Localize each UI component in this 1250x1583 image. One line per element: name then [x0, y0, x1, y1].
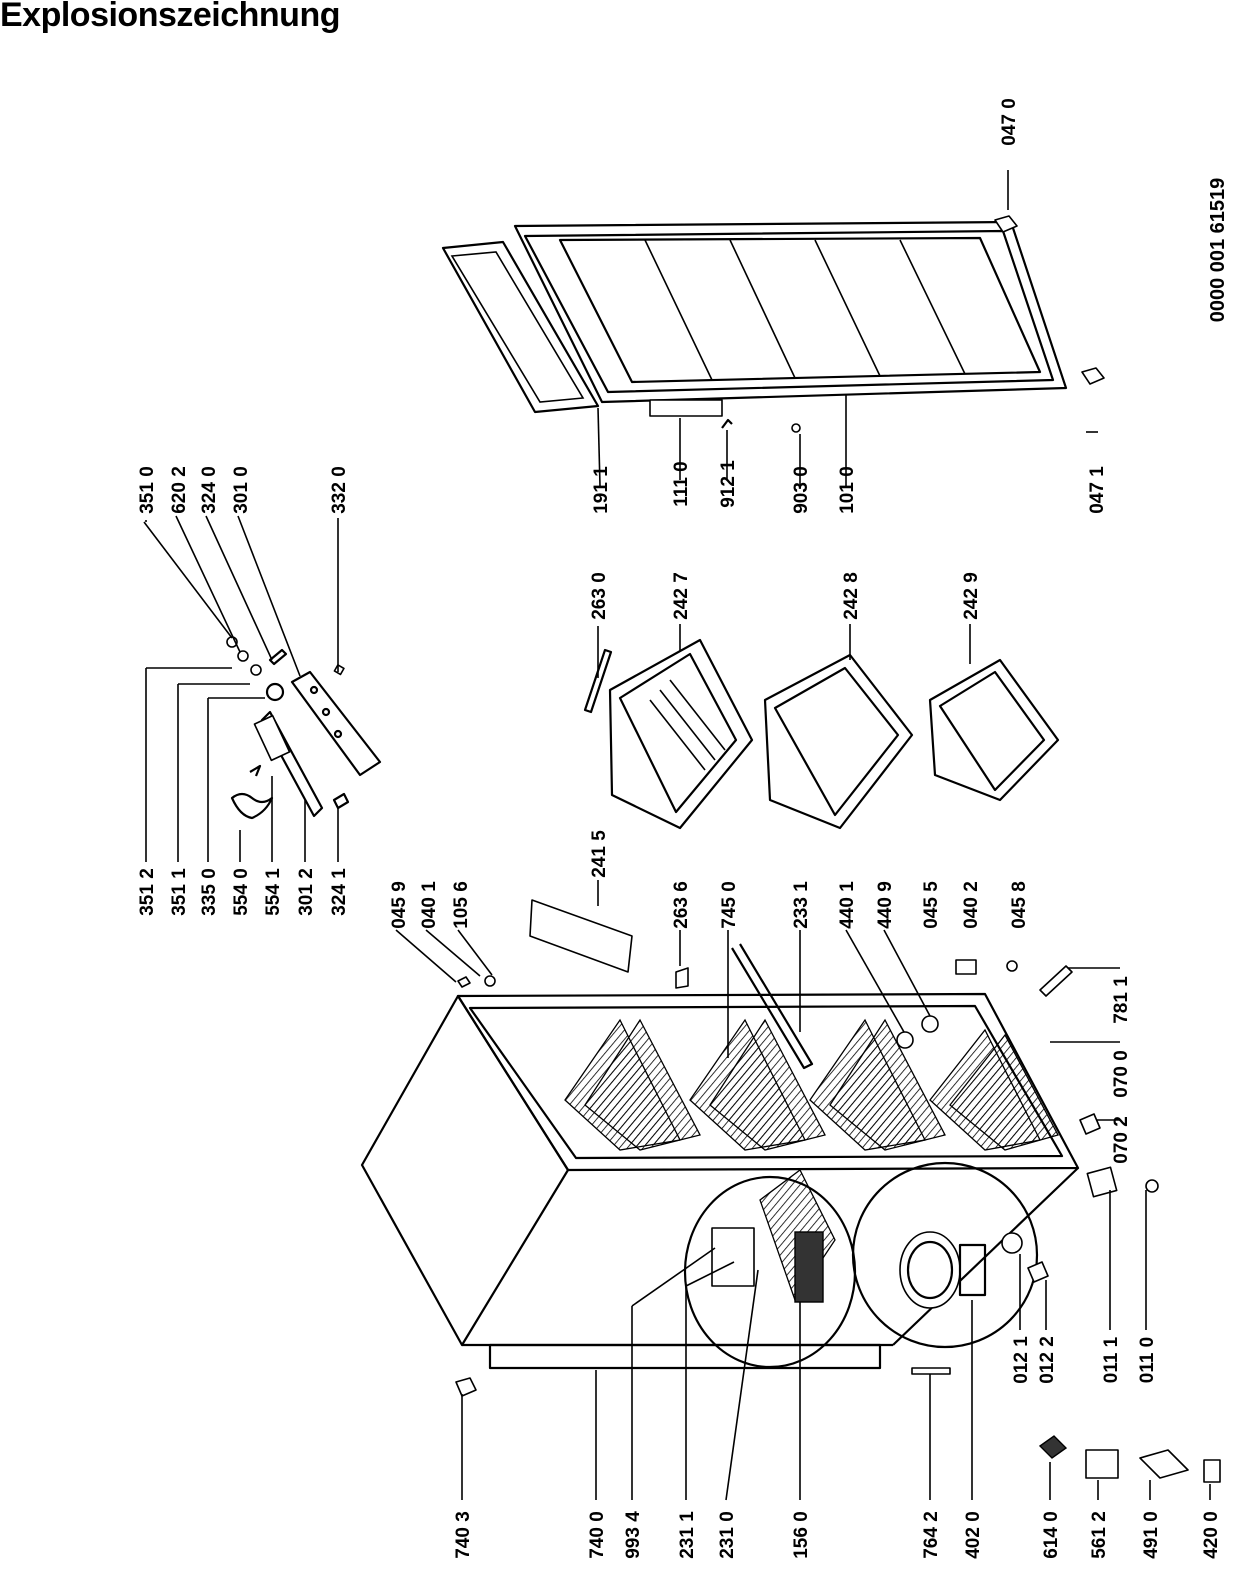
cabinet-body: [360, 992, 1080, 1370]
part-label: 011 0: [1137, 1337, 1158, 1384]
hinge-top-right: [994, 215, 1018, 233]
part-label: 231 1: [677, 1511, 698, 1559]
part-label: 301 0: [231, 466, 252, 514]
part-label: 105 6: [451, 881, 472, 929]
part-label: 263 6: [671, 881, 692, 929]
part-label: 324 1: [329, 868, 350, 916]
part-label: 012 2: [1037, 1336, 1058, 1384]
part-label: 420 0: [1201, 1511, 1222, 1559]
part-label: 351 1: [169, 868, 190, 916]
misc-small-parts: [455, 899, 1221, 1483]
part-label: 070 0: [1111, 1050, 1132, 1098]
part-label: 047 1: [1087, 466, 1108, 514]
part-label: 242 7: [671, 572, 692, 620]
part-label: 764 2: [921, 1511, 942, 1559]
part-label: 233 1: [791, 881, 812, 929]
part-label: 620 2: [169, 466, 190, 514]
part-label: 242 9: [961, 572, 982, 620]
condenser-evaporator: [683, 1169, 857, 1369]
part-label: 781 1: [1111, 976, 1132, 1024]
part-label: 554 1: [263, 868, 284, 916]
part-label: 231 0: [717, 1511, 738, 1559]
part-label: 070 2: [1111, 1116, 1132, 1164]
part-label: 045 5: [921, 881, 942, 929]
part-label: 993 4: [623, 1511, 644, 1559]
part-label: 242 8: [841, 572, 862, 620]
part-label: 040 2: [961, 881, 982, 929]
part-label: 324 0: [199, 466, 220, 514]
part-labels: 351 0 620 2 324 0 301 0 332 0 191 1 111 0 912 1…: [137, 98, 1222, 1559]
part-label: 332 0: [329, 466, 350, 514]
control-panel-parts: [226, 636, 382, 820]
part-label: 745 0: [719, 881, 740, 929]
part-label: 614 0: [1041, 1511, 1062, 1559]
part-label: 191 1: [591, 466, 612, 514]
part-label: 335 0: [199, 868, 220, 916]
part-label: 912 1: [718, 460, 739, 508]
part-label: 045 9: [389, 881, 410, 929]
part-label: 402 0: [963, 1511, 984, 1559]
page-title: Explosionszeichnung: [0, 0, 340, 34]
door-assembly: [441, 215, 1105, 433]
part-label: 111 0: [671, 461, 692, 506]
part-label: 040 1: [419, 881, 440, 929]
hinge-bottom-right: [1081, 367, 1105, 385]
part-label: 554 0: [231, 868, 252, 916]
part-label: 351 0: [137, 466, 158, 514]
doc-number: 0000 001 61519: [1207, 178, 1229, 323]
part-label: 012 1: [1011, 1336, 1032, 1384]
part-label: 301 2: [296, 868, 317, 916]
part-label: 351 2: [137, 868, 158, 916]
part-label: 491 0: [1141, 1511, 1162, 1559]
part-label: 440 1: [837, 881, 858, 929]
part-label: 561 2: [1089, 1511, 1110, 1559]
part-label: 903 0: [791, 466, 812, 514]
part-label: 156 0: [791, 1511, 812, 1559]
freezer-drawers: [583, 638, 1060, 830]
wire-shelves: [564, 1018, 1059, 1151]
part-label: 263 0: [589, 572, 610, 620]
part-label: 440 9: [875, 881, 896, 929]
part-label: 011 1: [1101, 1336, 1122, 1383]
part-label: 045 8: [1009, 881, 1030, 929]
part-label: 241 5: [589, 830, 610, 878]
compressor-unit: [851, 1161, 1049, 1349]
part-label: 740 3: [453, 1511, 474, 1559]
part-label: 740 0: [587, 1511, 608, 1559]
part-label: 047 0: [999, 98, 1020, 146]
part-label: 101 0: [837, 466, 858, 514]
leader-lines: [143, 170, 1211, 1501]
